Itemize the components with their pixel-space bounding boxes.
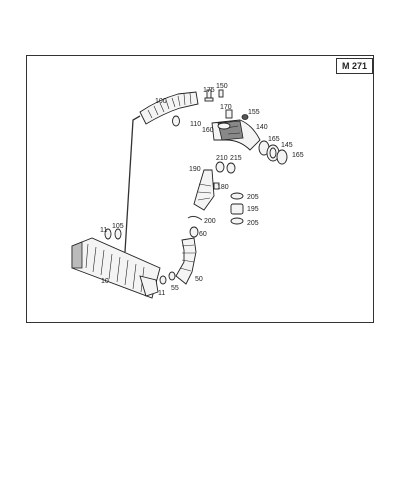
clamp-55 <box>168 271 176 281</box>
callout-145: 145 <box>281 142 293 149</box>
callout-155: 155 <box>248 109 260 116</box>
callout-190: 190 <box>189 166 201 173</box>
callout-200: 200 <box>204 218 216 225</box>
callout-180: 180 <box>217 184 229 191</box>
adapter-195-group <box>230 192 244 225</box>
hose-190 <box>193 169 215 211</box>
hose-50 <box>175 237 197 285</box>
ring-165b <box>276 149 288 165</box>
clamp-11a <box>104 228 112 240</box>
clamp-210 <box>215 161 225 173</box>
bracket-200 <box>187 215 203 221</box>
callout-195: 195 <box>247 206 259 213</box>
intercooler-10 <box>71 237 161 299</box>
bolt-180 <box>213 182 220 190</box>
callout-11a: 11 <box>100 227 107 234</box>
callout-210: 210 <box>216 155 228 162</box>
bolt-150 <box>218 89 224 98</box>
callout-165b: 165 <box>292 152 304 159</box>
callout-170: 170 <box>220 104 232 111</box>
callout-60: 60 <box>199 231 207 238</box>
seal-160a <box>217 122 231 130</box>
connection-pipe <box>124 115 141 253</box>
callout-100: 100 <box>155 98 167 105</box>
clamp-110 <box>172 115 180 127</box>
plug-155 <box>241 114 249 120</box>
clamp-60 <box>189 226 199 238</box>
callout-105: 105 <box>112 223 124 230</box>
callout-165a: 165 <box>268 136 280 143</box>
callout-160a: 160 <box>202 127 214 134</box>
clamp-11b <box>159 275 167 285</box>
clamp-215 <box>226 162 236 174</box>
callout-205b: 205 <box>247 220 259 227</box>
callout-11b: 11 <box>158 290 165 297</box>
callout-55: 55 <box>171 285 179 292</box>
callout-50: 50 <box>195 276 203 283</box>
callout-215: 215 <box>230 155 242 162</box>
callout-10: 10 <box>101 278 109 285</box>
callout-150: 150 <box>216 83 228 90</box>
bolt-175 <box>204 89 214 102</box>
callout-175: 175 <box>203 87 215 94</box>
model-label: M 271 <box>336 58 373 74</box>
callout-140: 140 <box>256 124 268 131</box>
clamp-105 <box>114 228 122 240</box>
callout-110: 110 <box>190 121 201 128</box>
sensor-170 <box>225 109 233 119</box>
hose-100 <box>139 91 199 125</box>
callout-205a: 205 <box>247 194 259 201</box>
